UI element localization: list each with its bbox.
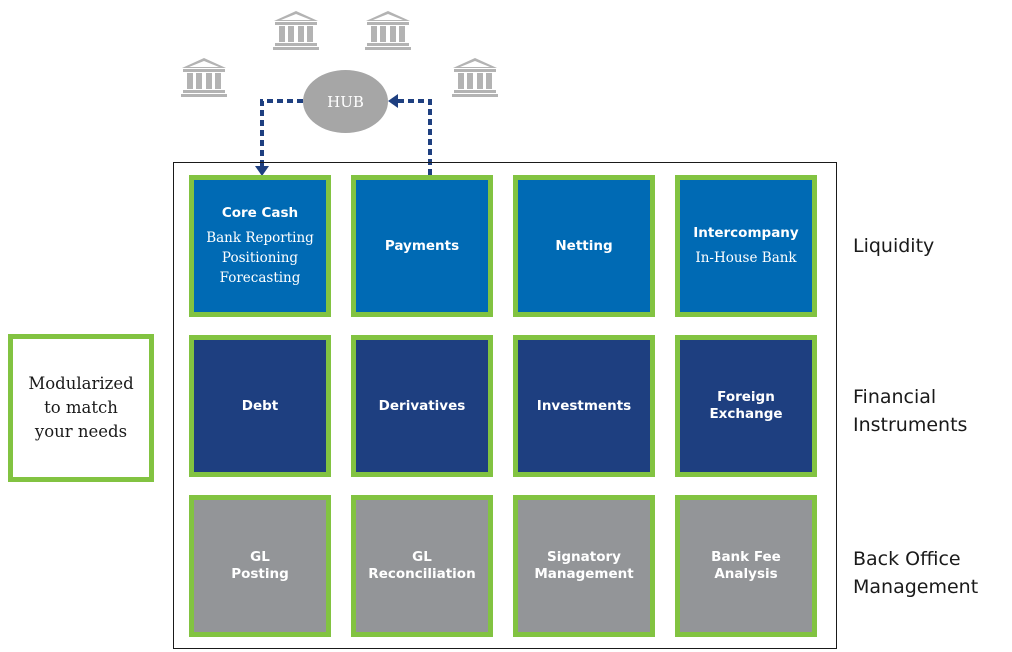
arrow-head-left <box>388 94 398 108</box>
module-title: Signatory Management <box>534 549 633 583</box>
callout-line: Modularized <box>28 374 134 393</box>
bank-icon <box>272 10 320 50</box>
module-title-line: Exchange <box>709 406 783 422</box>
module-detail-line: Positioning <box>221 249 299 266</box>
bank-icon <box>451 57 499 97</box>
hub-label: HUB <box>327 92 364 111</box>
module-detail-line: Forecasting <box>219 269 301 286</box>
callout-line: to match <box>44 398 118 417</box>
callout-text: Modularized to match your needs <box>28 372 133 444</box>
module-netting[interactable]: Netting <box>513 175 655 317</box>
module-title: Foreign Exchange <box>709 389 782 423</box>
module-title-line: Payments <box>384 237 460 254</box>
module-title: Derivatives <box>379 398 466 415</box>
module-title: Core Cash <box>222 205 298 222</box>
module-investments[interactable]: Investments <box>513 335 655 477</box>
hub-node: HUB <box>303 70 388 133</box>
module-title-line: Signatory <box>547 549 621 565</box>
row-label-line: Instruments <box>853 414 968 436</box>
module-foreign-exchange[interactable]: Foreign Exchange <box>675 335 817 477</box>
callout-line: your needs <box>34 422 128 441</box>
bank-icon <box>180 57 228 97</box>
module-title-line: Reconciliation <box>368 566 476 582</box>
module-title-line: Foreign <box>717 389 775 405</box>
module-title: Bank Fee Analysis <box>711 549 781 583</box>
module-bank-fee-analysis[interactable]: Bank Fee Analysis <box>675 495 817 637</box>
module-gl-reconciliation[interactable]: GL Reconciliation <box>351 495 493 637</box>
module-title-line: Intercompany <box>693 224 799 241</box>
module-derivatives[interactable]: Derivatives <box>351 335 493 477</box>
module-title: Debt <box>242 398 278 415</box>
module-intercompany[interactable]: Intercompany In-House Bank <box>675 175 817 317</box>
row-label-line: Management <box>853 576 979 598</box>
module-detail-line: In-House Bank <box>695 249 797 266</box>
module-payments[interactable]: Payments <box>351 175 493 317</box>
module-frame <box>173 162 837 649</box>
module-title-line: Management <box>534 566 634 582</box>
module-title: Intercompany <box>693 225 798 242</box>
module-detail: In-House Bank <box>695 248 796 268</box>
module-title-line: Investments <box>536 397 632 414</box>
module-title: GL Reconciliation <box>368 549 475 583</box>
module-title: Investments <box>537 398 631 415</box>
module-detail: Bank Reporting Positioning Forecasting <box>206 228 314 288</box>
module-title-line: Bank Fee <box>711 549 781 565</box>
hub-to-core-cash-connector <box>260 99 303 166</box>
module-title-line: Analysis <box>714 566 778 582</box>
module-core-cash[interactable]: Core Cash Bank Reporting Positioning For… <box>189 175 331 317</box>
module-title: Netting <box>555 238 612 255</box>
row-label-line: Liquidity <box>853 235 935 257</box>
module-title: GL Posting <box>231 549 289 583</box>
module-gl-posting[interactable]: GL Posting <box>189 495 331 637</box>
module-title-line: Debt <box>241 397 279 414</box>
row-label-line: Back Office <box>853 548 961 570</box>
module-title-line: Netting <box>555 237 613 254</box>
bank-icon <box>364 10 412 50</box>
row-label-line: Financial <box>853 386 937 408</box>
module-signatory-management[interactable]: Signatory Management <box>513 495 655 637</box>
row-label-financial-instruments: Financial Instruments <box>853 383 967 439</box>
module-detail-line: Bank Reporting <box>206 229 314 246</box>
module-title-line: GL <box>250 549 270 565</box>
module-title-line: Derivatives <box>378 397 466 414</box>
module-title: Payments <box>385 238 459 255</box>
module-title-line: Posting <box>231 566 289 582</box>
module-debt[interactable]: Debt <box>189 335 331 477</box>
row-label-liquidity: Liquidity <box>853 232 934 260</box>
module-title-line: GL <box>412 549 432 565</box>
modularized-callout: Modularized to match your needs <box>8 334 154 482</box>
module-title-line: Core Cash <box>221 204 299 221</box>
row-label-back-office: Back Office Management <box>853 545 978 601</box>
